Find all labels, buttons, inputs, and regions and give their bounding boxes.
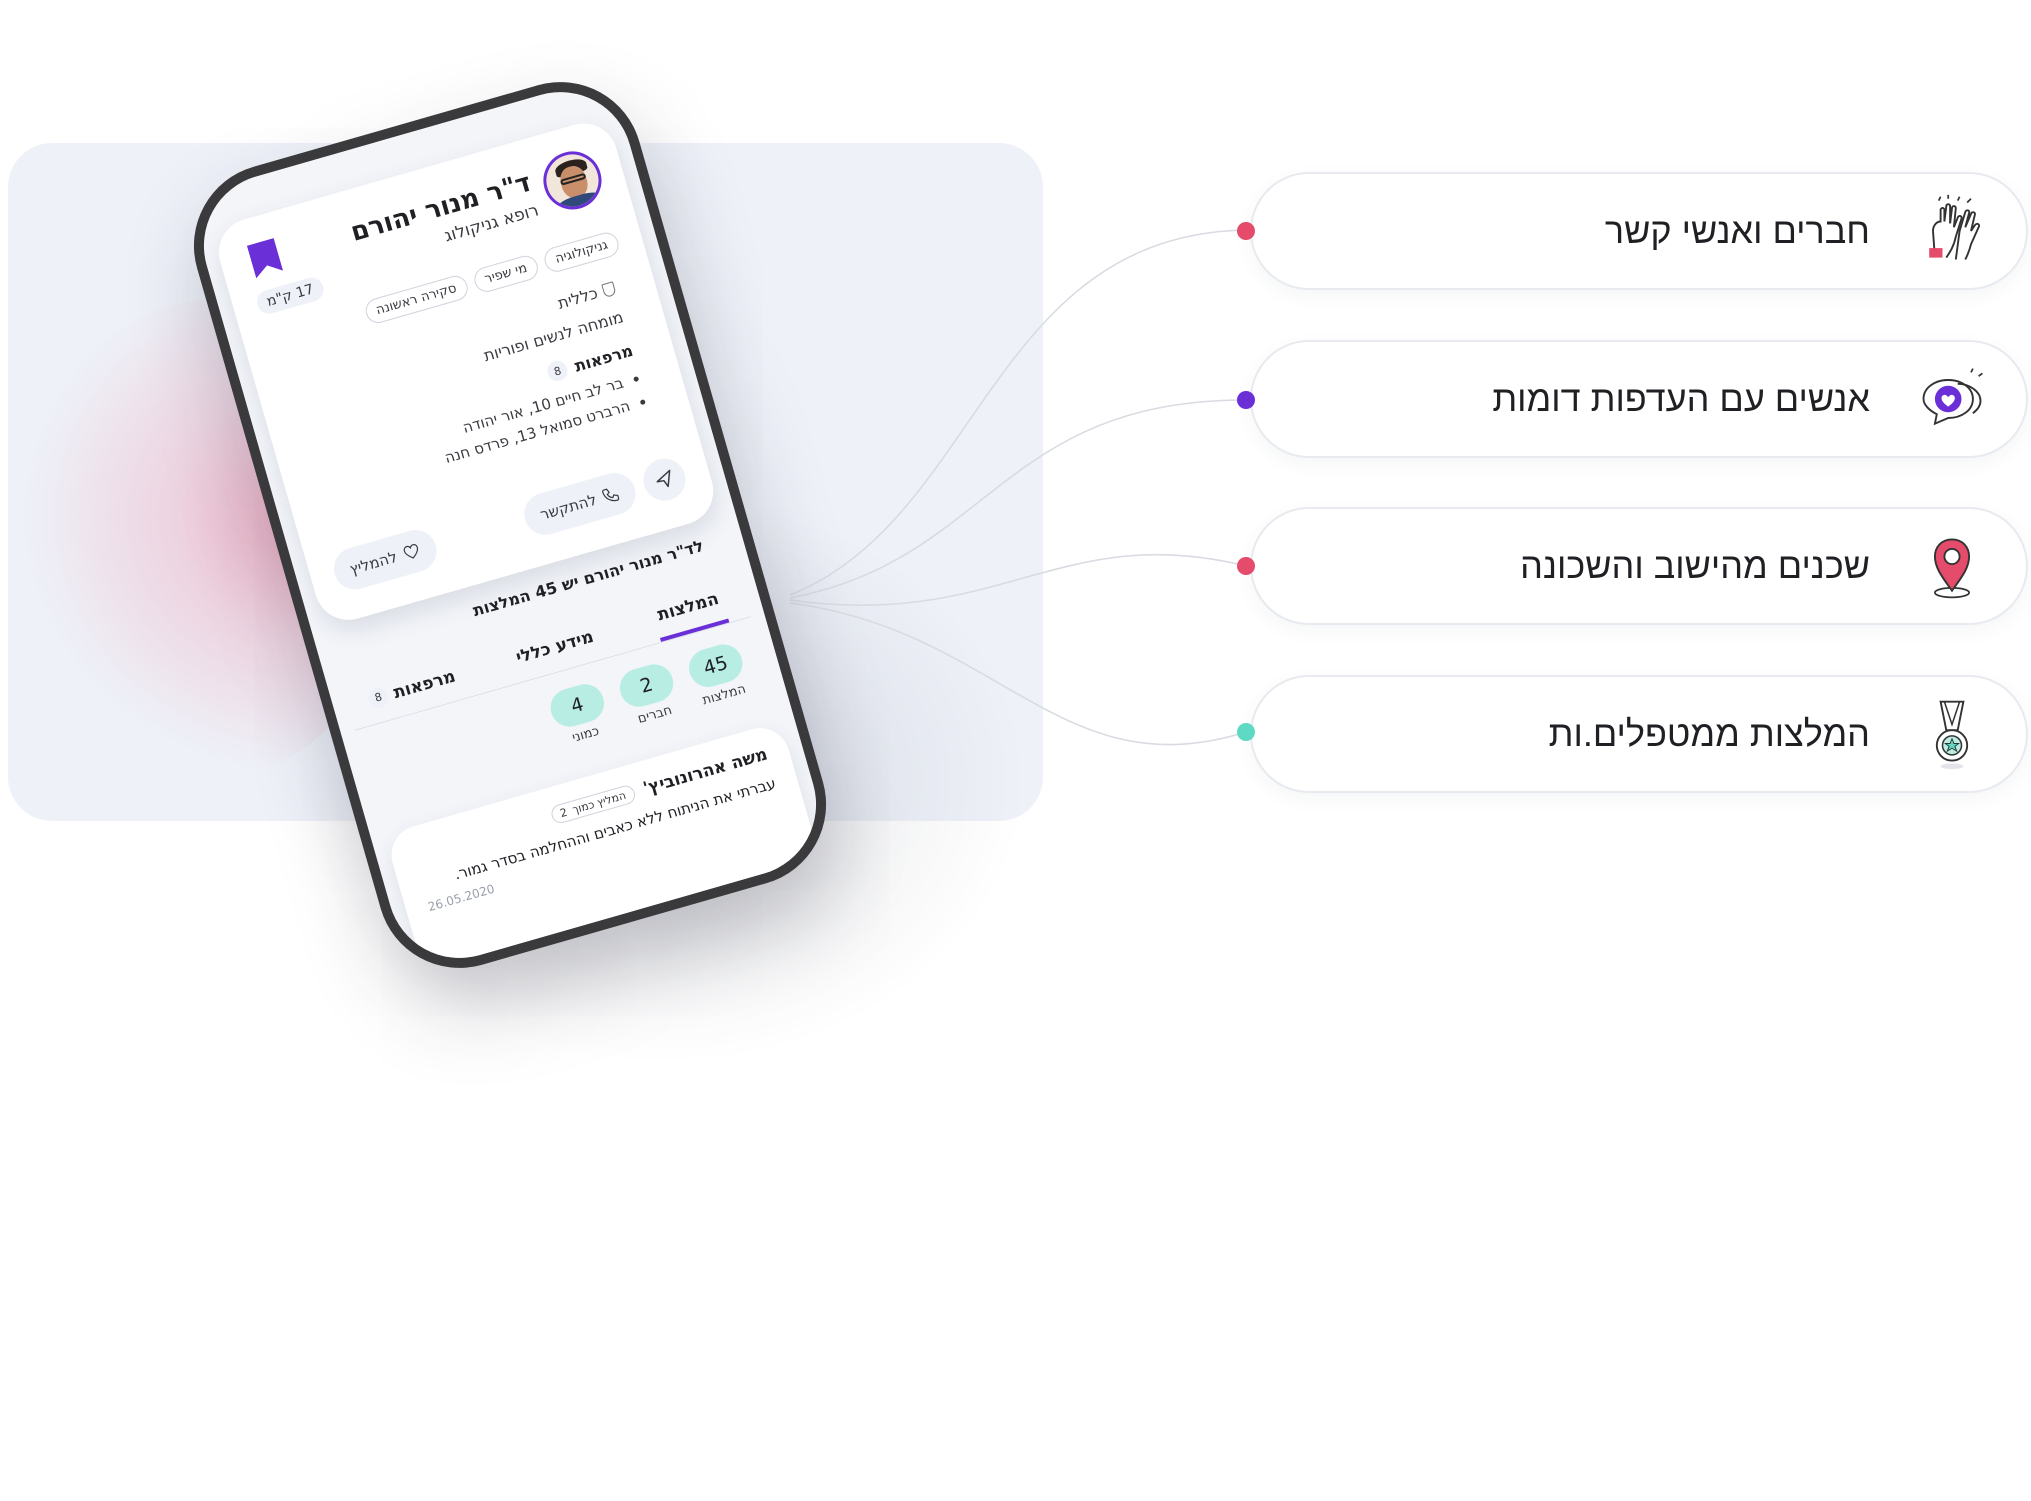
recommend-button[interactable]: להמליץ (328, 525, 442, 595)
stat-friends[interactable]: 2 חברים (615, 659, 683, 730)
send-icon (656, 469, 671, 488)
feature-friends-contacts: חברים ואנשי קשר (1250, 172, 2028, 290)
stat-label: כמוני (570, 723, 601, 746)
tag-chip[interactable]: גניקולוגיה (541, 229, 622, 275)
doctor-avatar (536, 144, 609, 217)
tag-chip[interactable]: סקירה ראשונה (362, 273, 471, 327)
tab-label: מידע כללי (513, 626, 596, 668)
share-button[interactable] (638, 453, 691, 506)
call-button-label: להתקשר (538, 490, 599, 524)
shield-icon (601, 280, 617, 298)
recommend-button-label: להמליץ (347, 547, 400, 579)
reviewer-badge-count: 2 (558, 805, 569, 820)
connector-dot-preferences (1237, 391, 1255, 409)
tab-general-info[interactable]: מידע כללי (510, 612, 600, 681)
feature-label: שכנים מהישוב והשכונה (1520, 545, 1870, 586)
feature-similar-preferences: אנשים עם העדפות דומות (1250, 340, 2028, 458)
category-label: כללית (555, 283, 600, 313)
connector-dot-friends (1237, 222, 1255, 240)
tab-count-badge: 8 (366, 685, 391, 710)
connector-dot-practitioners (1237, 723, 1255, 741)
tab-label: מרפאות (391, 665, 458, 703)
feature-practitioner-recommendations: המלצות ממטפלים.ות (1250, 675, 2028, 793)
medal-icon (1935, 700, 1969, 770)
clinic-list: בר לב חיים 10, אור יהודה הרברט סמואל 13,… (436, 369, 651, 473)
phone-screen: ד"ר מנור יהורם רופא גניקולוג 17 ק"מ גניק… (186, 75, 834, 975)
feature-label: המלצות ממטפלים.ות (1548, 713, 1870, 754)
bookmark-icon[interactable] (247, 238, 283, 278)
doctor-profile-card[interactable]: ד"ר מנור יהורם רופא גניקולוג 17 ק"מ גניק… (210, 115, 722, 628)
connector-line-3 (789, 553, 1247, 607)
tab-clinics[interactable]: מרפאות 8 (362, 652, 462, 724)
stat-value: 4 (546, 679, 609, 732)
feature-label: חברים ואנשי קשר (1604, 210, 1870, 251)
feature-label: אנשים עם העדפות דומות (1492, 378, 1870, 419)
clinics-count-badge: 8 (545, 358, 570, 384)
reviewer-badge-label: המליץ כמוך (570, 788, 628, 817)
tab-recommendations[interactable]: המלצות (647, 575, 730, 642)
connector-line-4 (789, 602, 1247, 746)
location-pin-icon (1933, 538, 1971, 599)
tab-label: המלצות (655, 588, 721, 625)
call-button[interactable]: להתקשר (519, 468, 641, 540)
feature-neighbors: שכנים מהישוב והשכונה (1250, 507, 2028, 625)
insurance-category: כללית (555, 278, 617, 313)
connector-dot-neighbors (1237, 557, 1255, 575)
clinics-heading-label: מרפאות (572, 340, 635, 376)
phone-mockup: ד"ר מנור יהורם רופא גניקולוג 17 ק"מ גניק… (174, 62, 846, 988)
distance-badge: 17 ק"מ (254, 274, 327, 317)
stat-like-me[interactable]: 4 כמוני (546, 679, 614, 750)
tag-chip[interactable]: מי שפיר (471, 252, 541, 295)
heart-icon (403, 544, 418, 559)
phone-icon (602, 488, 620, 502)
profile-actions: להתקשר להמליץ (328, 453, 691, 595)
connector-line-2 (789, 399, 1247, 599)
heart-chat-icon (1922, 368, 1983, 426)
connector-line-1 (789, 229, 1247, 596)
high-five-icon (1929, 194, 1981, 260)
stat-recommendations[interactable]: 45 המלצות (684, 640, 753, 710)
specialty-tags: גניקולוגיה מי שפיר סקירה ראשונה (362, 229, 622, 327)
